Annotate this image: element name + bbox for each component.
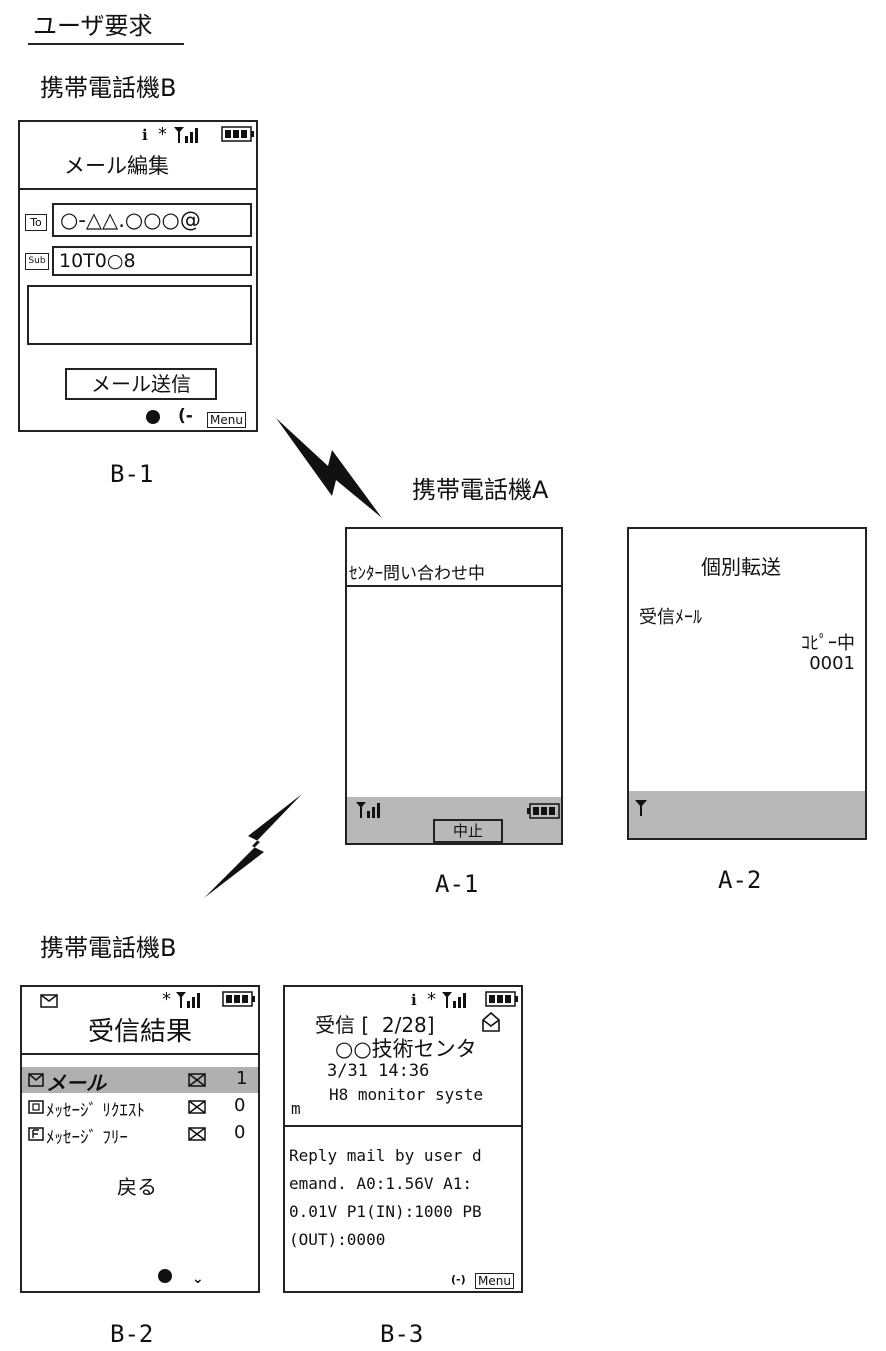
list-item-count: 0 <box>234 1095 246 1116</box>
list-item-count: 1 <box>236 1068 248 1089</box>
phone-screen-b2: * 受信結果 メール 1 ﾒｯｾｰｼﾞ ﾘｸｴｽﾄ 0 ﾒｯｾｰｼﾞ ﾌﾘｰ 0… <box>20 985 260 1293</box>
soft-key-bar <box>629 791 865 838</box>
caption-b2: B-2 <box>110 1320 154 1348</box>
asterisk-icon: * <box>162 989 171 1010</box>
mail-icon <box>28 1073 44 1087</box>
body-line: 0.01V P1(IN):1000 PB <box>289 1202 482 1221</box>
status-text: ｾﾝﾀｰ問い合わせ中 <box>349 564 485 584</box>
phone-screen-a2: 個別転送 受信ﾒｰﾙ ｺﾋﾟｰ中 0001 <box>627 527 867 840</box>
menu-softkey[interactable]: Menu <box>207 412 246 428</box>
received-header: 受信 [ 2/28] <box>315 1009 435 1038</box>
to-field[interactable]: ○-△△.○○○@ <box>52 203 252 237</box>
wireless-signal-icon <box>276 418 382 518</box>
list-item-label: メール <box>46 1071 106 1095</box>
i-mode-icon: ℹ <box>411 991 417 1009</box>
direction-key-icon: (‑ <box>178 406 193 426</box>
list-item[interactable]: メール 1 <box>22 1067 258 1095</box>
battery-icon <box>221 126 255 146</box>
phone-screen-b1: ℹ * メール編集 To ○-△△.○○○@ Sub 10T0○8 メール送信 … <box>18 120 258 432</box>
title-underline <box>28 43 184 45</box>
opened-mail-icon <box>482 1011 500 1032</box>
list-item-label: ﾒｯｾｰｼﾞ ﾌﾘｰ <box>46 1128 128 1148</box>
mail-body: Reply mail by user d emand. A0:1.56V A1:… <box>289 1142 482 1254</box>
request-icon <box>28 1100 44 1114</box>
signal-icon <box>175 991 203 1013</box>
label-phone-b-bottom: 携帯電話機B <box>40 934 177 962</box>
envelope-icon <box>188 1073 206 1087</box>
subject-tag: Sub <box>25 253 49 270</box>
to-value: ○-△△.○○○@ <box>60 208 201 232</box>
wireless-signal-icon <box>204 794 302 898</box>
antenna-icon <box>634 799 648 821</box>
copy-count: 0001 <box>809 653 855 674</box>
screen-title: 受信結果 <box>88 1017 193 1047</box>
subject-value: 10T0○8 <box>59 250 136 272</box>
envelope-icon <box>188 1127 206 1141</box>
divider <box>285 1125 521 1127</box>
caption-a2: A-2 <box>718 866 762 894</box>
copying-label: ｺﾋﾟｰ中 <box>801 633 855 654</box>
center-key-icon <box>158 1269 172 1283</box>
received-datetime: 3/31 14:36 <box>327 1061 430 1081</box>
divider <box>20 188 256 190</box>
down-key-icon: ⌄ <box>192 1271 204 1287</box>
subject-field[interactable]: 10T0○8 <box>52 246 252 276</box>
caption-b1: B-1 <box>110 460 154 488</box>
envelope-icon <box>188 1100 206 1114</box>
page-title: ユーザ要求 <box>33 12 153 40</box>
list-item-label: ﾒｯｾｰｼﾞ ﾘｸｴｽﾄ <box>46 1101 145 1121</box>
asterisk-icon: * <box>158 124 167 145</box>
phone-screen-b3: ℹ * 受信 [ 2/28] ○○技術センタ 3/31 14:36 H8 mon… <box>283 985 523 1293</box>
send-mail-button[interactable]: メール送信 <box>65 368 217 400</box>
sender-name: ○○技術センタ <box>335 1037 477 1061</box>
center-key-icon <box>146 410 160 424</box>
battery-icon <box>527 803 561 823</box>
caption-b3: B-3 <box>380 1320 424 1348</box>
to-tag: To <box>25 214 47 231</box>
subject-line-2: m <box>291 1099 301 1118</box>
battery-icon <box>222 991 256 1011</box>
subject-line-1: H8 monitor syste <box>329 1085 484 1104</box>
divider <box>347 585 561 587</box>
list-item[interactable]: ﾒｯｾｰｼﾞ ﾌﾘｰ 0 <box>22 1121 258 1148</box>
asterisk-icon: * <box>427 989 436 1010</box>
list-item[interactable]: ﾒｯｾｰｼﾞ ﾘｸｴｽﾄ 0 <box>22 1094 258 1121</box>
i-mode-icon: ℹ <box>142 126 148 144</box>
screen-title: メール編集 <box>64 154 169 178</box>
body-line: emand. A0:1.56V A1: <box>289 1174 473 1193</box>
label-phone-a: 携帯電話機A <box>412 476 549 504</box>
label-phone-b-top: 携帯電話機B <box>40 74 177 102</box>
signal-icon <box>173 126 201 148</box>
body-field[interactable] <box>27 285 252 345</box>
body-line: (OUT):0000 <box>289 1230 386 1249</box>
screen-title: 個別転送 <box>701 555 781 579</box>
caption-a1: A-1 <box>435 870 479 898</box>
body-line: Reply mail by user d <box>289 1146 482 1165</box>
back-link[interactable]: 戻る <box>117 1175 157 1199</box>
divider <box>22 1053 258 1055</box>
signal-icon <box>441 991 469 1013</box>
free-message-icon <box>28 1127 44 1141</box>
mail-icon <box>40 993 58 1012</box>
scroll-key-icon: (‑) <box>451 1273 466 1286</box>
menu-softkey[interactable]: Menu <box>475 1273 514 1289</box>
signal-icon <box>355 801 383 823</box>
phone-screen-a1: ｾﾝﾀｰ問い合わせ中 中止 <box>345 527 563 845</box>
cancel-button[interactable]: 中止 <box>433 819 503 843</box>
received-index: 受信 [ 2/28] <box>315 1013 435 1037</box>
battery-icon <box>485 991 519 1011</box>
received-mail-label: 受信ﾒｰﾙ <box>639 607 702 628</box>
list-item-count: 0 <box>234 1122 246 1143</box>
